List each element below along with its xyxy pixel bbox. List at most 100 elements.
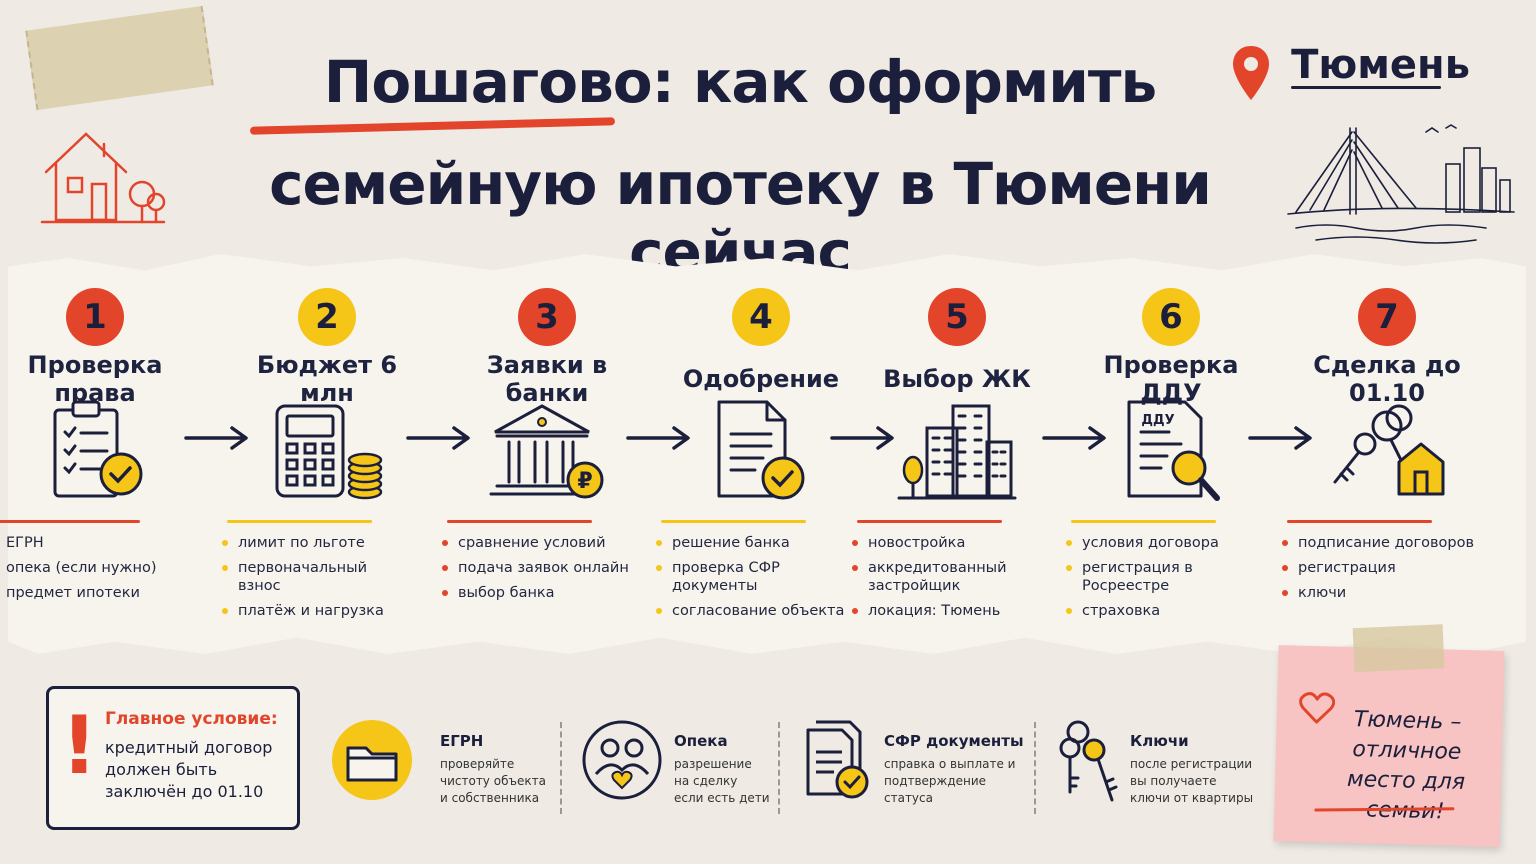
step-6: 6 Проверка ДДУ ДДУ условия договора реги… — [1066, 288, 1266, 619]
buildings-icon — [897, 404, 1017, 500]
bullet-item: лимит по льготе — [214, 534, 414, 552]
info-title: СФР документы — [884, 732, 1024, 750]
info-title: ЕГРН — [440, 732, 484, 750]
step-rule — [1071, 520, 1216, 523]
bullet-item: проверка СФР документы — [648, 559, 848, 595]
clipboard-check-icon — [53, 400, 143, 498]
main-condition-box: ! Главное условие: кредитный договор дол… — [46, 686, 300, 830]
bullet-item: страховка — [1058, 602, 1258, 620]
step-title: Бюджет 6 млн — [256, 351, 398, 407]
location-pin-icon — [1233, 46, 1270, 100]
bullet-item: ключи — [1274, 584, 1474, 602]
step-rule — [857, 520, 1002, 523]
divider — [1034, 722, 1036, 814]
bullet-item: локация: Тюмень — [844, 602, 1044, 620]
info-egrn: ЕГРН проверяйте чистоту объекта и собств… — [330, 718, 550, 818]
svg-text:₽: ₽ — [577, 469, 592, 494]
bullet-item: условия договора — [1058, 534, 1258, 552]
step-title: Заявки в банки — [486, 351, 608, 407]
arrow-right-icon — [184, 426, 248, 450]
info-text: разрешение на сделку если есть дети — [674, 757, 770, 805]
folder-icon — [332, 720, 412, 800]
title-highlight: Пошагово: — [323, 48, 675, 116]
step-rule — [447, 520, 592, 523]
step-number: 2 — [298, 288, 356, 346]
bullet-item: первоначальный взнос — [214, 559, 414, 595]
family-icon — [582, 720, 662, 800]
bullet-item: новостройка — [844, 534, 1044, 552]
step-rule — [661, 520, 806, 523]
info-keys: Ключи после регистрации вы получаете клю… — [1048, 718, 1258, 818]
info-title: Ключи — [1130, 732, 1189, 750]
bullet-item: предмет ипотеки — [0, 584, 182, 602]
step-rule — [1287, 520, 1432, 523]
title-rest: как оформить — [693, 48, 1157, 116]
step-2: 2 Бюджет 6 млн лимит по льготе первонача… — [222, 288, 422, 619]
step-bullets: условия договора регистрация в Росреестр… — [1058, 534, 1258, 627]
divider — [778, 722, 780, 814]
heart-icon — [1299, 692, 1336, 724]
bullet-item: подписание договоров — [1274, 534, 1474, 552]
info-text: после регистрации вы получаете ключи от … — [1130, 757, 1254, 805]
arrow-right-icon — [406, 426, 470, 450]
city-label: Тюмень — [1233, 42, 1470, 100]
arrow-right-icon — [830, 426, 894, 450]
house-sketch-icon — [40, 132, 166, 224]
step-title: Сделка до 01.10 — [1313, 351, 1461, 407]
bullet-item: опека (если нужно) — [0, 559, 182, 577]
step-title: Выбор ЖК — [883, 365, 1031, 393]
exclamation-icon: ! — [61, 699, 98, 792]
step-rule — [0, 520, 140, 523]
step-4: 4 Одобрение решение банка проверка СФР д… — [656, 288, 856, 619]
step-3: 3 Заявки в банки ₽ сравнение условий под… — [442, 288, 642, 601]
step-5: 5 Выбор ЖК новостройка аккредитованный з… — [852, 288, 1052, 619]
bullet-item: регистрация в Росреестре — [1058, 559, 1258, 595]
step-bullets: сравнение условий подача заявок онлайн в… — [434, 534, 634, 609]
title-underline — [249, 117, 616, 135]
calculator-icon — [275, 404, 383, 500]
approved-document-icon — [717, 400, 805, 500]
step-bullets: лимит по льготе первоначальный взнос пла… — [214, 534, 414, 627]
bullet-item: ЕГРН — [0, 534, 182, 552]
arrow-right-icon — [1248, 426, 1312, 450]
condition-text: кредитный договор должен быть заключён д… — [105, 738, 273, 801]
bridge-skyline-sketch — [1287, 124, 1515, 244]
bullet-item: подача заявок онлайн — [434, 559, 634, 577]
step-7: 7 Сделка до 01.10 подписание договоров р… — [1282, 288, 1482, 601]
info-title: Опека — [674, 732, 728, 750]
info-opeka: Опека разрешение на сделку если есть дет… — [580, 718, 770, 818]
bullet-item: платёж и нагрузка — [214, 602, 414, 620]
city-underline — [1291, 86, 1442, 89]
step-number: 5 — [928, 288, 986, 346]
arrow-right-icon — [626, 426, 690, 450]
divider — [560, 722, 562, 814]
bullet-item: аккредитованный застройщик — [844, 559, 1044, 595]
bullet-item: регистрация — [1274, 559, 1474, 577]
bullet-item: выбор банка — [434, 584, 634, 602]
arrow-right-icon — [1042, 426, 1106, 450]
note-tape — [1352, 624, 1445, 673]
bank-icon: ₽ — [489, 404, 604, 499]
step-number: 7 — [1358, 288, 1416, 346]
step-bullets: решение банка проверка СФР документы сог… — [648, 534, 848, 627]
city-name: Тюмень — [1291, 42, 1470, 88]
keys-icon — [1059, 720, 1118, 802]
svg-text:ДДУ: ДДУ — [1141, 413, 1174, 428]
info-text: проверяйте чистоту объекта и собственник… — [440, 757, 546, 805]
step-bullets: ЕГРН опека (если нужно) предмет ипотеки — [0, 534, 182, 609]
bullet-item: сравнение условий — [434, 534, 634, 552]
step-number: 1 — [66, 288, 124, 346]
step-number: 6 — [1142, 288, 1200, 346]
sticky-note: Тюмень – отличное место для семьи! — [1273, 624, 1505, 847]
condition-title: Главное условие: — [105, 709, 278, 729]
bullet-item: согласование объекта — [648, 602, 848, 620]
info-sfr: СФР документы справка о выплате и подтве… — [802, 718, 1032, 818]
step-title: Одобрение — [682, 365, 840, 393]
step-number: 4 — [732, 288, 790, 346]
bullet-item: решение банка — [648, 534, 848, 552]
contract-search-icon: ДДУ — [1127, 400, 1220, 501]
step-rule — [227, 520, 372, 523]
step-1: 1 Проверка права ЕГРН опека (если нужно)… — [0, 288, 190, 601]
page-title-line1: Пошагово: как оформить — [190, 48, 1290, 116]
step-bullets: подписание договоров регистрация ключи — [1274, 534, 1474, 609]
